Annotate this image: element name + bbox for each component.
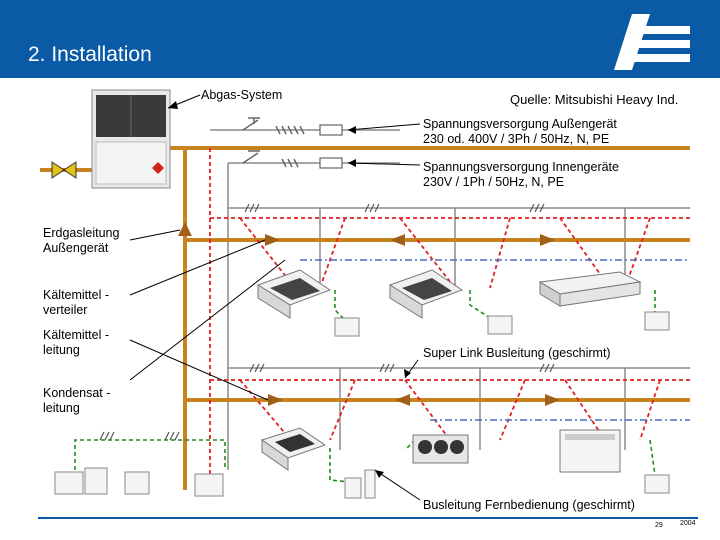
- superlink-bus: [300, 259, 690, 421]
- label-supply-outdoor-1: Spannungsversorgung Außengerät: [423, 117, 617, 131]
- remote-controllers-top: [334, 311, 670, 337]
- power-wires: [210, 129, 690, 470]
- label-remote-bus: Busleitung Fernbedienung (geschirmt): [423, 498, 635, 512]
- label-distributor-1: Kältemittel -: [43, 288, 109, 302]
- label-refline-2: leitung: [43, 343, 80, 357]
- label-gas-1: Erdgasleitung: [43, 226, 120, 240]
- label-supply-outdoor-2: 230 od. 400V / 3Ph / 50Hz, N, PE: [423, 132, 610, 146]
- fuse-indoor: [319, 157, 343, 169]
- indoor-unit-duct: [412, 434, 469, 464]
- indoor-unit-cassette-1: [256, 269, 332, 319]
- control-cables: [209, 148, 690, 480]
- label-gas-2: Außengerät: [43, 241, 109, 255]
- label-refline-1: Kältemittel -: [43, 328, 109, 342]
- label-source: Quelle: Mitsubishi Heavy Ind.: [510, 92, 679, 107]
- indoor-unit-cassette-2: [388, 269, 464, 319]
- label-condensate-2: leitung: [43, 401, 80, 415]
- fuse-outdoor: [319, 124, 343, 136]
- label-condensate-1: Kondensat -: [43, 386, 111, 400]
- page-number: 29: [655, 522, 663, 529]
- footer-year: 2004: [680, 520, 696, 527]
- outdoor-unit: [91, 89, 171, 189]
- indoor-unit-floor: [559, 429, 621, 473]
- leader-arrowheads: [168, 101, 411, 478]
- company-logo: [614, 14, 690, 70]
- switch-indoor: [242, 150, 299, 168]
- footer-line: [38, 517, 698, 519]
- gas-valve: [51, 161, 65, 179]
- switch-outdoor: [242, 117, 305, 135]
- label-abgas: Abgas-System: [201, 88, 283, 102]
- label-distributor-2: verteiler: [43, 303, 88, 317]
- remote-bus: [74, 290, 656, 483]
- remote-controllers-bottom: [54, 467, 670, 499]
- label-supply-indoor-1: Spannungsversorgung Innengeräte: [423, 160, 619, 174]
- indoor-unit-cassette-3: [260, 427, 327, 471]
- label-supply-indoor-2: 230V / 1Ph / 50Hz, N, PE: [423, 175, 565, 189]
- cable-ticks: [99, 203, 555, 441]
- header-bar: 2. Installation: [0, 0, 720, 78]
- page-title: 2. Installation: [28, 43, 152, 66]
- distributor-arrows: [178, 222, 560, 406]
- label-superlink: Super Link Busleitung (geschirmt): [423, 346, 611, 360]
- leader-lines: [129, 94, 421, 501]
- indoor-unit-ceiling: [538, 271, 642, 307]
